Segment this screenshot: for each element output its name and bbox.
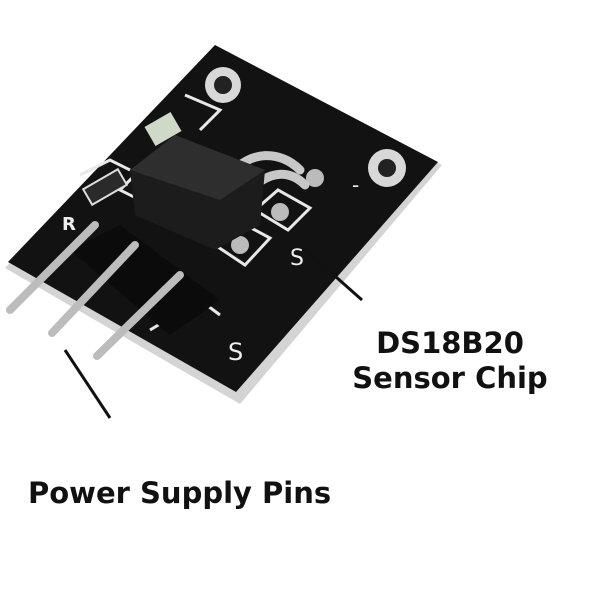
silkscreen-s-bottom: S bbox=[228, 338, 243, 366]
pins-pointer-line bbox=[63, 349, 112, 419]
pin bbox=[48, 241, 139, 337]
resistor bbox=[81, 167, 129, 207]
chip-label-line2: Sensor Chip bbox=[352, 360, 548, 395]
power-supply-pins bbox=[6, 221, 184, 360]
solder-pad bbox=[271, 203, 289, 221]
mounting-hole bbox=[368, 149, 406, 187]
pins-label: Power Supply Pins bbox=[28, 476, 332, 510]
chip-pointer-line bbox=[299, 243, 363, 302]
ds18b20-chip bbox=[130, 135, 265, 250]
silkscreen-s-top: S bbox=[290, 246, 304, 271]
pin bbox=[93, 271, 184, 360]
led bbox=[144, 111, 182, 147]
silkscreen-minus: - bbox=[352, 173, 359, 197]
silkscreen-r: R bbox=[62, 214, 76, 235]
pin-header-block bbox=[70, 225, 220, 335]
pin bbox=[6, 221, 99, 314]
solder-pad bbox=[231, 236, 249, 254]
chip-label: DS18B20 Sensor Chip bbox=[350, 326, 550, 396]
mounting-hole bbox=[205, 67, 241, 103]
chip-label-line1: DS18B20 bbox=[376, 326, 524, 360]
solder-pad bbox=[306, 169, 324, 187]
